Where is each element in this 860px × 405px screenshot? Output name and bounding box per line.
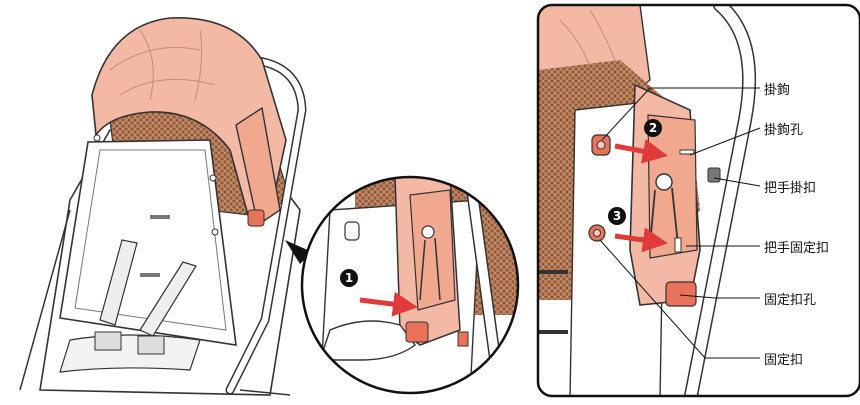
label-handle-hook: 把手掛扣: [764, 177, 816, 196]
stroller-overview: [20, 18, 302, 395]
label-handle-fixing-buckle: 把手固定扣: [764, 237, 829, 256]
label-hook: 掛鉤: [764, 79, 790, 98]
label-fixing-buckle-hole: 固定扣孔: [764, 289, 816, 308]
handle-hook-part: [708, 168, 720, 182]
label-fixing-buckle: 固定扣: [764, 349, 803, 368]
label-hook-hole: 掛鉤孔: [764, 119, 803, 138]
step-1-number: 1: [345, 271, 353, 285]
zoom-detail-circle: 1: [300, 175, 520, 395]
handle-fixing-buckle-part: [666, 282, 696, 306]
detail-panel: 2 3: [538, 5, 860, 401]
step-2-number: 2: [649, 121, 657, 135]
step-3-number: 3: [613, 209, 621, 223]
